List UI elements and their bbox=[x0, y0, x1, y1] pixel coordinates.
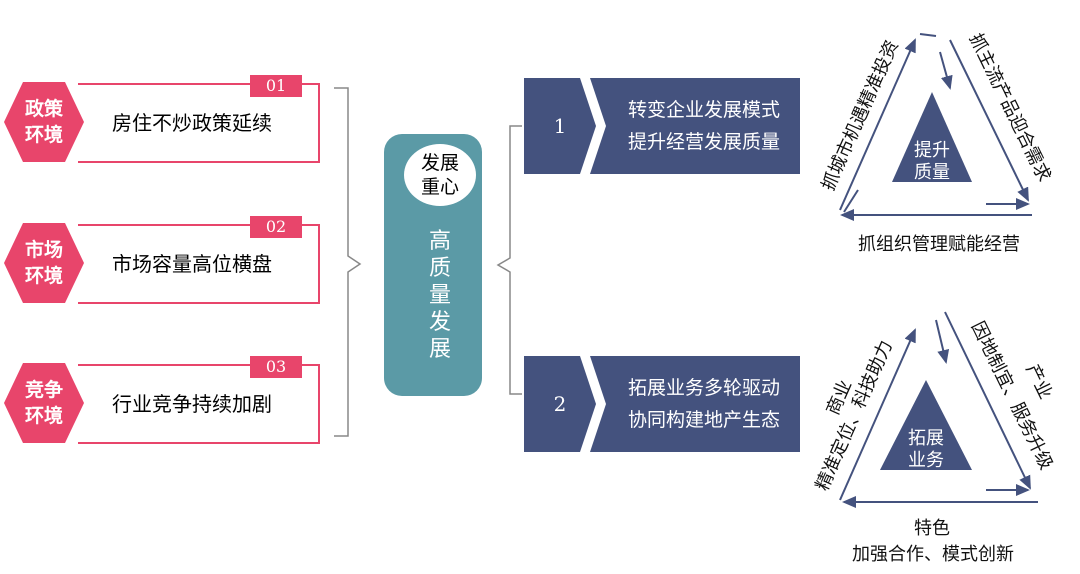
hexagon-label-line2: 环境 bbox=[24, 265, 63, 287]
hexagon-label-line1: 市场 bbox=[24, 239, 63, 261]
vertical-char: 发 bbox=[428, 310, 451, 335]
hexagon-shape bbox=[4, 363, 84, 443]
strategy-number: 2 bbox=[553, 392, 567, 416]
vertical-char: 量 bbox=[428, 283, 451, 308]
vertical-char: 高 bbox=[428, 229, 451, 254]
vertical-char: 展 bbox=[428, 337, 451, 362]
core-focus-line1: 发展 bbox=[420, 152, 459, 174]
environment-text: 房住不炒政策延续 bbox=[112, 111, 272, 135]
strategy-text: 转变企业发展模式 提升经营发展质量 bbox=[628, 94, 780, 158]
triangle-bottom-label: 抓组织管理赋能经营 bbox=[858, 234, 1020, 255]
strategy-line1: 转变企业发展模式 bbox=[628, 99, 781, 121]
environment-text: 市场容量高位横盘 bbox=[112, 252, 272, 276]
hexagon-label-line1: 政策 bbox=[24, 98, 63, 120]
triangle-cycle bbox=[839, 311, 1038, 508]
hexagon-label-line2: 环境 bbox=[24, 405, 63, 427]
triangle-cycle bbox=[839, 33, 1032, 221]
left-bracket bbox=[334, 87, 362, 437]
environment-box: 02 市场容量高位横盘 bbox=[78, 216, 320, 304]
environment-hexagon: 市场 环境 bbox=[2, 221, 86, 305]
hexagon-label-line2: 环境 bbox=[24, 124, 63, 146]
triangle-bottom-label: 加强合作、模式创新 bbox=[852, 544, 1014, 565]
environment-box: 01 房住不炒政策延续 bbox=[78, 75, 320, 163]
environment-tag: 01 bbox=[250, 75, 302, 97]
hexagon-shape bbox=[4, 223, 84, 303]
core-focus-line2: 重心 bbox=[420, 176, 459, 198]
core-focus-vertical-text: 高 质 量 发 展 bbox=[419, 228, 461, 363]
environment-hexagon: 政策 环境 bbox=[2, 80, 86, 164]
hexagon-label-line1: 竞争 bbox=[24, 379, 63, 401]
core-focus-circle: 发展 重心 bbox=[404, 144, 476, 206]
triangle-bottom-heading: 特色 bbox=[914, 518, 950, 539]
strategy-banner bbox=[524, 78, 800, 174]
triangle-center-line2: 业务 bbox=[908, 450, 944, 471]
environment-box: 03 行业竞争持续加剧 bbox=[78, 356, 320, 444]
strategy-line2: 协同构建地产生态 bbox=[628, 409, 781, 431]
triangle-center-line2: 质量 bbox=[914, 162, 950, 183]
strategy-number: 1 bbox=[553, 114, 567, 138]
triangle-center-line1: 提升 bbox=[914, 140, 950, 161]
environment-text: 行业竞争持续加剧 bbox=[112, 392, 272, 416]
hexagon-shape bbox=[4, 82, 84, 162]
environment-hexagon: 竞争 环境 bbox=[2, 361, 86, 445]
triangle-center-line1: 拓展 bbox=[908, 428, 944, 449]
strategy-line2: 提升经营发展质量 bbox=[628, 131, 781, 153]
strategy-text: 拓展业务多轮驱动 协同构建地产生态 bbox=[628, 372, 780, 436]
strategy-banner bbox=[524, 356, 800, 452]
vertical-char: 质 bbox=[428, 256, 451, 281]
environment-tag: 02 bbox=[250, 216, 302, 238]
triangle-center-label: 拓展 业务 bbox=[896, 428, 956, 472]
strategy-line1: 拓展业务多轮驱动 bbox=[628, 377, 781, 399]
environment-tag: 03 bbox=[250, 356, 302, 378]
triangle-center-label: 提升 质量 bbox=[902, 140, 962, 184]
right-bracket bbox=[496, 125, 522, 395]
